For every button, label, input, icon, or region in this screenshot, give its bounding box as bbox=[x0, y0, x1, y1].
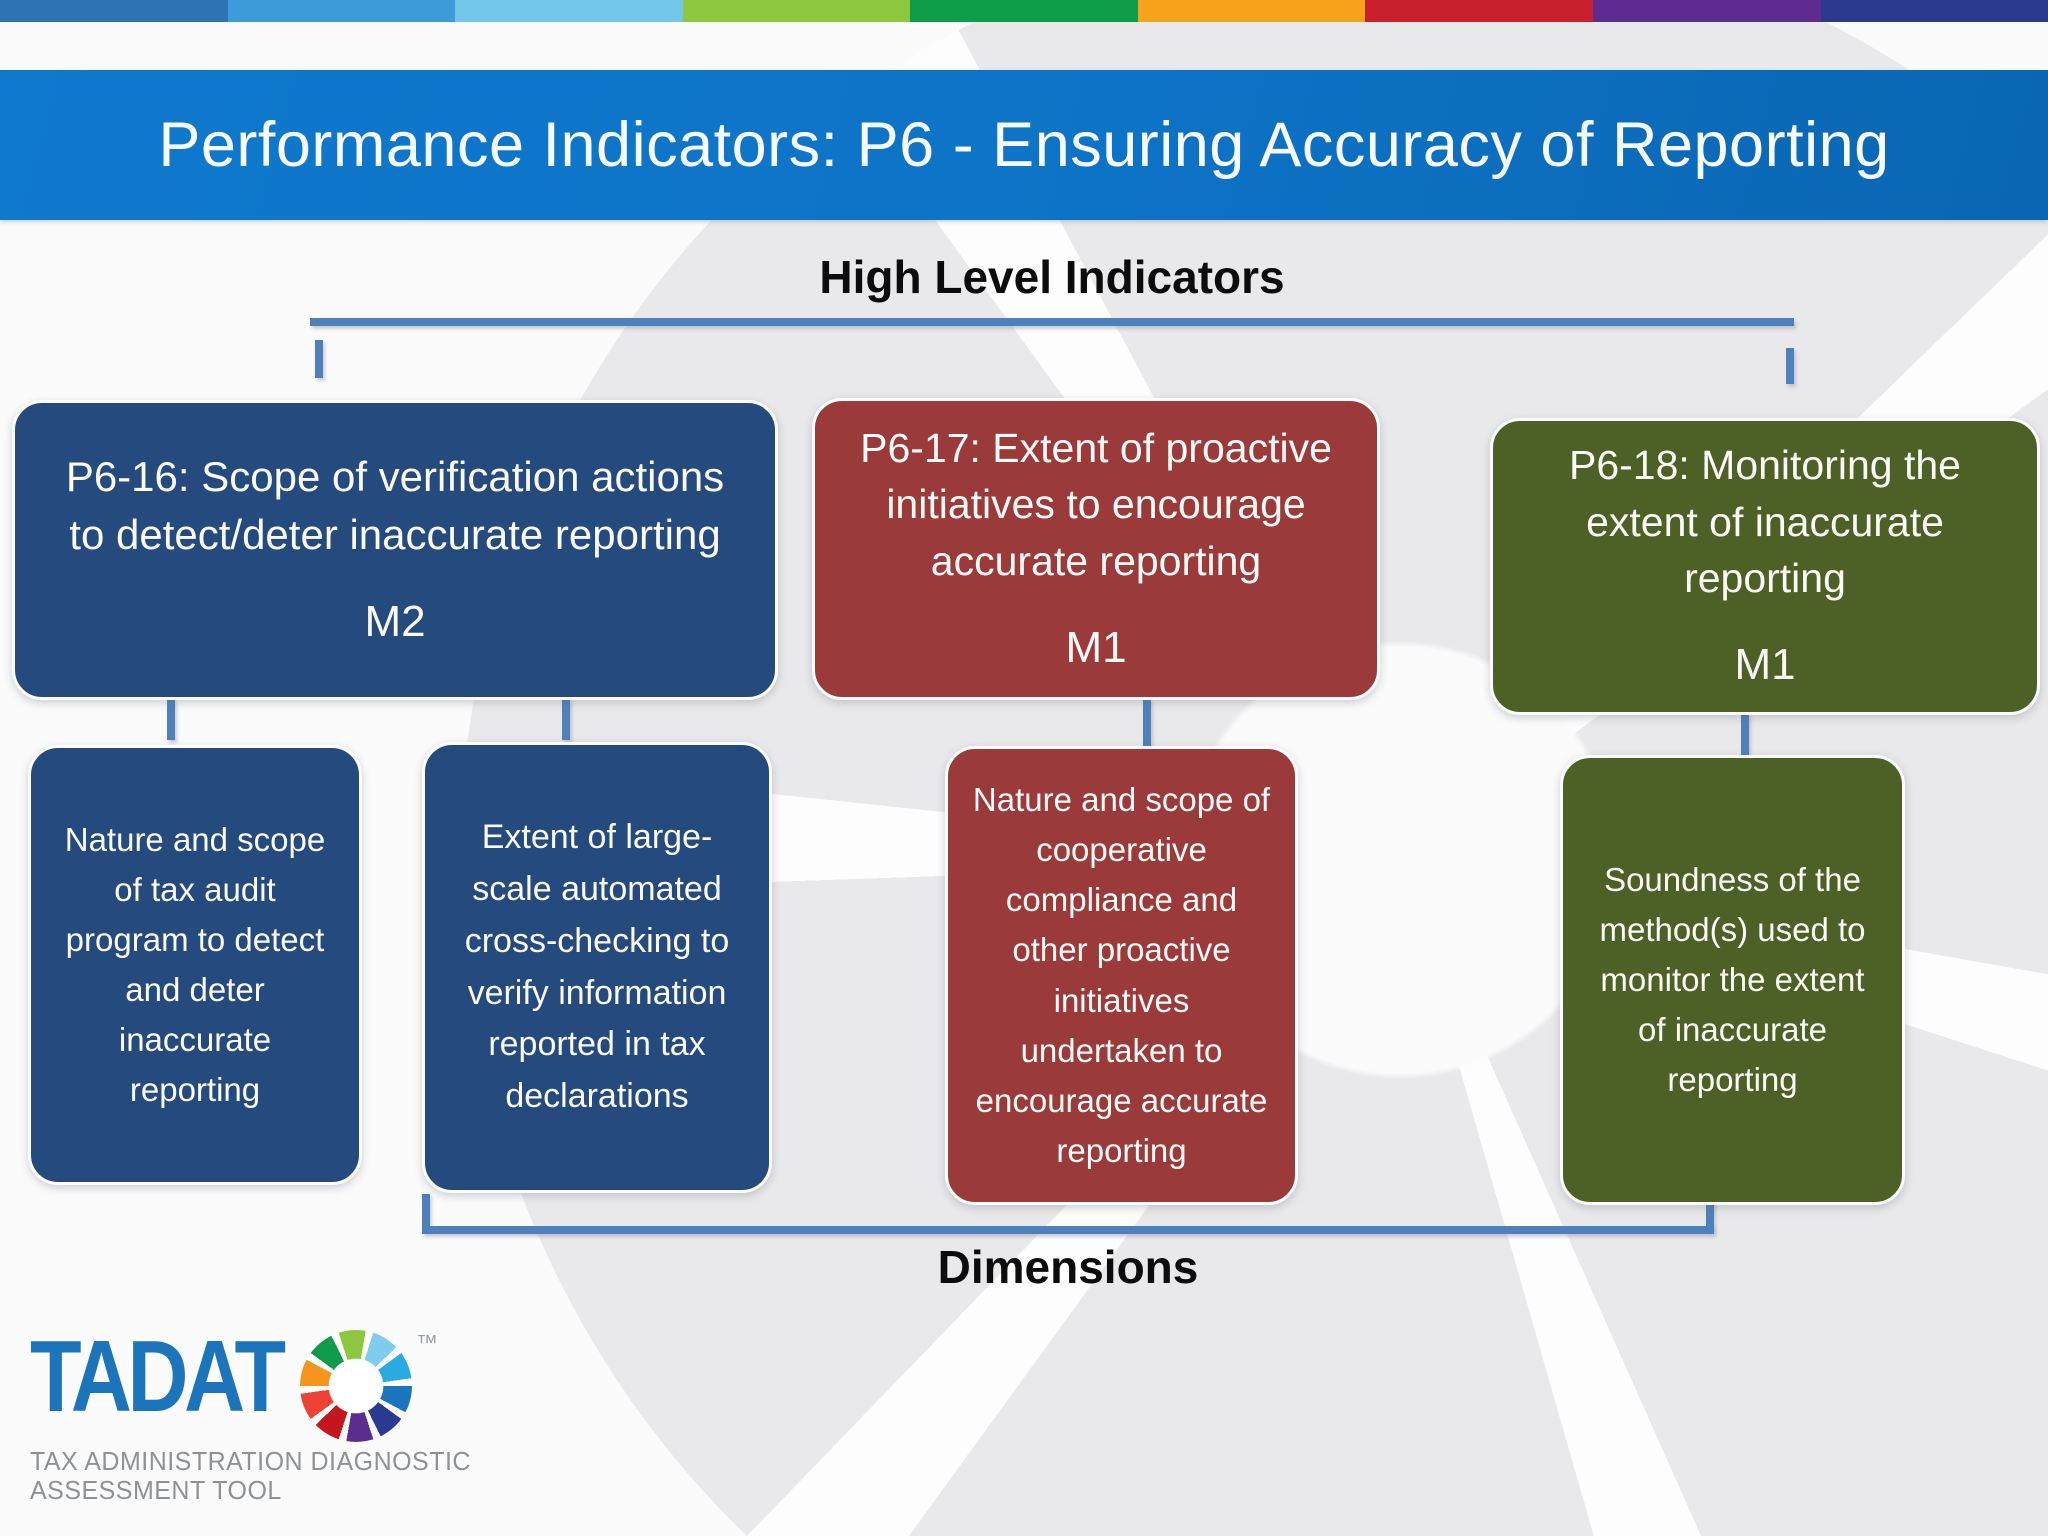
connector-p6-16-dim1 bbox=[167, 698, 175, 740]
trademark-symbol: ™ bbox=[416, 1330, 439, 1355]
logo-caption: TAX ADMINISTRATION DIAGNOSTIC ASSESSMENT… bbox=[30, 1448, 471, 1506]
score-label: M2 bbox=[364, 596, 426, 646]
title-band: Performance Indicators: P6 - Ensuring Ac… bbox=[0, 70, 2048, 220]
connector-p6-17-dim3 bbox=[1143, 698, 1151, 746]
dimension-box-4: Soundness of the method(s) used to monit… bbox=[1560, 755, 1905, 1205]
dimension-box-3: Nature and scope of cooperative complian… bbox=[945, 746, 1298, 1205]
hl-tick-right bbox=[1786, 348, 1794, 384]
dimensions-label: Dimensions bbox=[937, 1241, 1199, 1293]
score-label: M1 bbox=[1734, 640, 1796, 689]
stripe-segment bbox=[1820, 0, 2048, 22]
tadat-logo: TADAT ™ TAX ADMINISTRATION DIAGNOSTIC AS… bbox=[30, 1320, 480, 1506]
dim-tick-left bbox=[422, 1194, 430, 1230]
score-label: M1 bbox=[1065, 622, 1127, 672]
stripe-segment bbox=[1592, 0, 1821, 22]
dimension-label: Nature and scope of tax audit program to… bbox=[64, 820, 326, 1109]
top-stripe bbox=[0, 0, 2048, 22]
indicator-label: P6-16: Scope of verification actions to … bbox=[65, 452, 725, 558]
stripe-segment bbox=[910, 0, 1138, 22]
stripe-segment bbox=[1365, 0, 1593, 22]
stripe-segment bbox=[0, 0, 228, 22]
tadat-logo-row: TADAT ™ bbox=[30, 1320, 480, 1442]
dimension-box-2: Extent of large-scale automated cross-ch… bbox=[422, 742, 772, 1193]
stripe-segment bbox=[227, 0, 456, 22]
dimension-label: Extent of large-scale automated cross-ch… bbox=[464, 818, 730, 1115]
stripe-segment bbox=[1137, 0, 1366, 22]
dimension-label: Nature and scope of cooperative complian… bbox=[972, 780, 1271, 1169]
dim-tick-right bbox=[1706, 1198, 1714, 1230]
indicator-label: P6-18: Monitoring the extent of inaccura… bbox=[1568, 442, 1961, 602]
dim-connector-line bbox=[422, 1226, 1714, 1234]
stripe-segment bbox=[455, 0, 683, 22]
indicator-box-p6-17: P6-17: Extent of proactive initiatives t… bbox=[812, 398, 1380, 700]
logo-caption-line2: ASSESSMENT TOOL bbox=[30, 1477, 282, 1506]
dimension-label: Soundness of the method(s) used to monit… bbox=[1599, 860, 1866, 1099]
indicator-label: P6-17: Extent of proactive initiatives t… bbox=[860, 424, 1332, 584]
high-level-indicators-label: High Level Indicators bbox=[819, 251, 1285, 303]
hl-tick-left bbox=[315, 340, 323, 378]
indicator-box-p6-18: P6-18: Monitoring the extent of inaccura… bbox=[1490, 418, 2040, 715]
indicator-box-p6-16: P6-16: Scope of verification actions to … bbox=[12, 400, 778, 700]
connector-p6-16-dim2 bbox=[562, 698, 570, 740]
tadat-wheel-icon bbox=[300, 1330, 413, 1442]
tadat-wordmark: TADAT bbox=[30, 1320, 286, 1433]
dimension-box-1: Nature and scope of tax audit program to… bbox=[28, 745, 362, 1185]
stripe-segment bbox=[682, 0, 911, 22]
page-title: Performance Indicators: P6 - Ensuring Ac… bbox=[158, 110, 1890, 180]
logo-caption-line1: TAX ADMINISTRATION DIAGNOSTIC bbox=[30, 1448, 471, 1476]
hl-connector-line bbox=[310, 318, 1794, 326]
connector-p6-18-dim4 bbox=[1741, 713, 1749, 757]
